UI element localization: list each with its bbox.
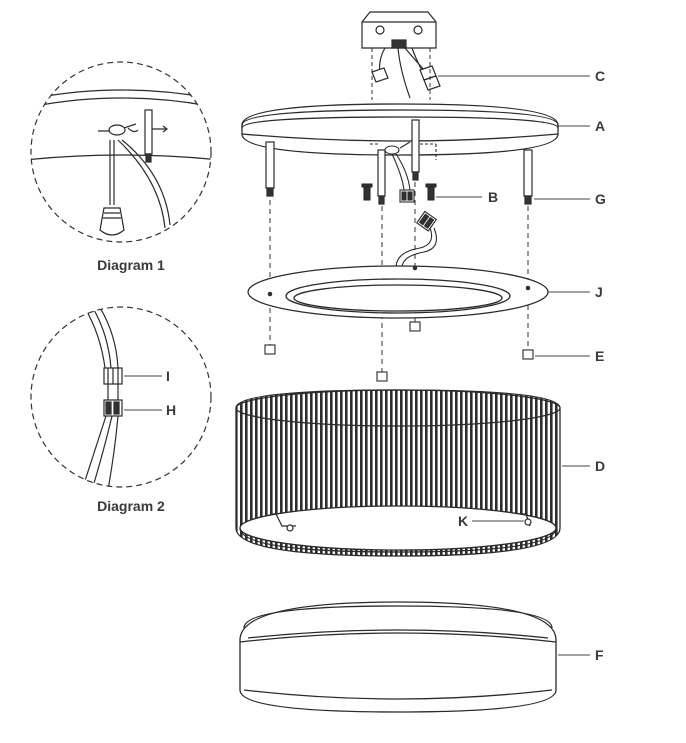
callout-k: K [458, 513, 468, 529]
wire-nuts [371, 65, 441, 91]
junction-box [361, 11, 441, 99]
mounting-rod [144, 109, 153, 155]
shade-clips [270, 513, 532, 532]
screw-right [427, 185, 435, 201]
rod-center-left [377, 149, 386, 197]
finial-nuts [264, 321, 534, 382]
nut-center [409, 321, 421, 332]
nut-left [264, 344, 276, 355]
callout-b: B [488, 189, 498, 205]
pleated-shade [235, 389, 561, 557]
callout-leaders [436, 75, 590, 656]
callout-a: A [595, 118, 605, 134]
callout-g: G [595, 191, 606, 207]
callout-h: H [166, 402, 176, 418]
fixture-connector [416, 210, 438, 232]
callout-c: C [595, 68, 605, 84]
mounting-rods [265, 119, 533, 205]
nut-right [522, 349, 534, 360]
detail-circle-1 [30, 61, 212, 243]
screws [361, 183, 437, 201]
detail-diagram-1: Diagram 1 [30, 61, 212, 273]
callout-e: E [595, 348, 604, 364]
fixture-wiring [395, 210, 438, 269]
canopy-body [241, 103, 559, 156]
canopy-wiring [370, 141, 437, 203]
detail-diagram-2: I H Diagram 2 [30, 306, 212, 514]
socket-detail [99, 207, 125, 236]
plate-inner [285, 278, 511, 314]
diagram-2-label: Diagram 2 [97, 498, 165, 514]
diagram-1-label: Diagram 1 [97, 257, 165, 273]
callout-d: D [595, 458, 605, 474]
nut-center-left [376, 371, 388, 382]
screw-left [363, 185, 371, 201]
callout-i: I [166, 368, 170, 384]
detail-circle-2 [30, 306, 212, 488]
diffuser-body [239, 601, 557, 713]
callout-f: F [595, 647, 604, 663]
mounting-plate [247, 265, 549, 319]
rod-left [265, 141, 275, 189]
wire-paths-dashed [371, 48, 431, 100]
canopy-plate [241, 103, 559, 156]
callout-j: J [595, 284, 603, 300]
diffuser-lens [239, 601, 557, 713]
rod-right [523, 149, 533, 197]
rod-center [411, 119, 420, 173]
wire-nut-detail [108, 124, 126, 136]
canopy-edge-bottom [31, 154, 211, 161]
